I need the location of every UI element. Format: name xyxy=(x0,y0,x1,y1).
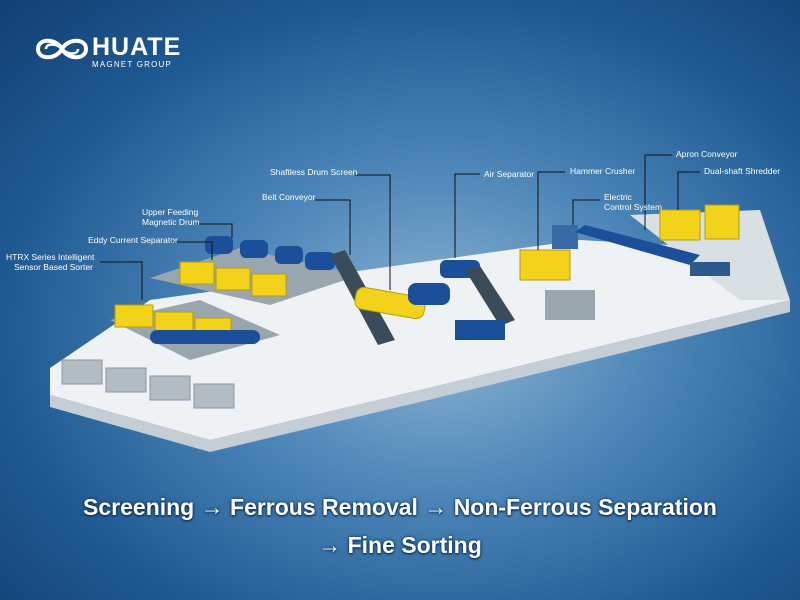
caption-line2: → Fine Sorting xyxy=(318,532,482,558)
output-bins xyxy=(61,359,235,409)
label-apron: Apron Conveyor xyxy=(676,149,738,159)
label-upper-line1: Upper Feeding xyxy=(142,207,199,217)
drum-screen xyxy=(354,283,450,320)
blue-drums-lower xyxy=(150,330,260,344)
label-belt: Belt Conveyor xyxy=(262,192,316,202)
leader-lines xyxy=(100,154,700,300)
label-air: Air Separator xyxy=(484,169,534,179)
apron-conveyor-unit xyxy=(575,225,700,265)
brand-name: HUATE xyxy=(92,33,182,61)
brand-subtitle: MAGNET GROUP xyxy=(92,60,173,69)
logo-mark-icon xyxy=(35,38,89,60)
eddy-separators xyxy=(179,261,287,297)
label-htrx-line1: HTRX Series Intelligent xyxy=(6,252,95,262)
brand-logo: HUATE MAGNET GROUP xyxy=(34,34,204,74)
caption-line1: Screening → Ferrous Removal → Non-Ferrou… xyxy=(83,494,717,520)
label-shaftless: Shaftless Drum Screen xyxy=(270,167,358,177)
label-htrx-line2: Sensor Based Sorter xyxy=(14,262,93,272)
label-electric-line1: Electric xyxy=(604,192,633,202)
logo-text: HUATE MAGNET GROUP xyxy=(92,34,181,69)
label-shredder: Dual-shaft Shredder xyxy=(704,166,780,176)
hammer-crusher-unit xyxy=(519,225,595,320)
dual-shaft-shredder-unit xyxy=(659,204,740,276)
label-electric-line2: Control System xyxy=(604,202,662,212)
label-eddy: Eddy Current Separator xyxy=(88,235,178,245)
label-upper-line2: Magnetic Drum xyxy=(142,217,200,227)
label-hammer: Hammer Crusher xyxy=(570,166,635,176)
air-separator-unit xyxy=(440,260,515,340)
